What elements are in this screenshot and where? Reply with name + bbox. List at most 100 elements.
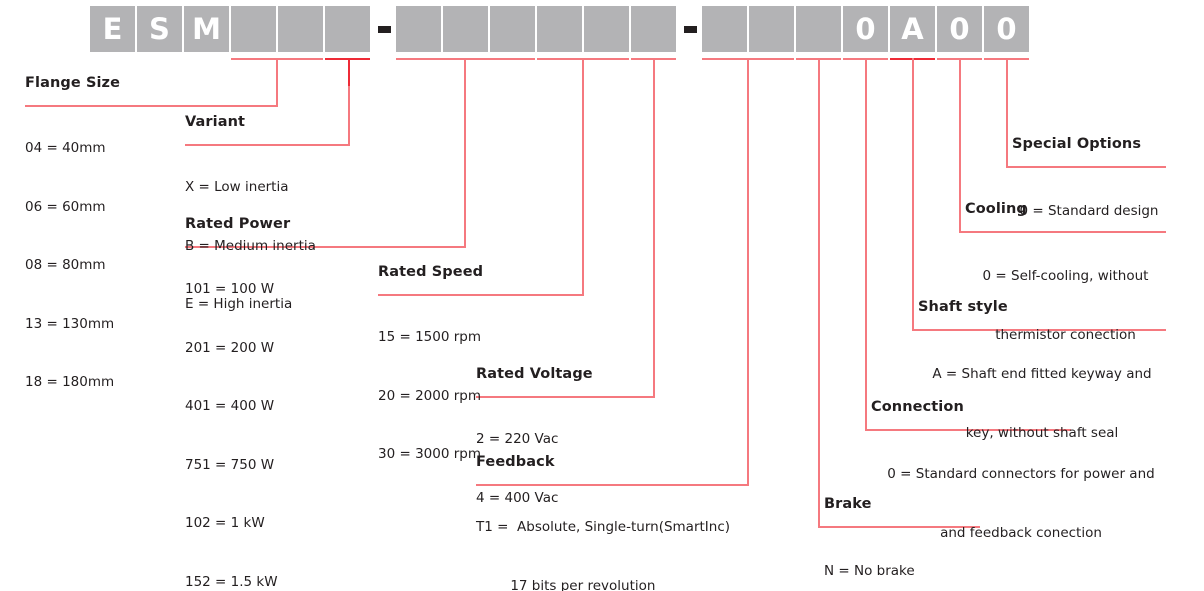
code-box-feedback-1 xyxy=(702,6,747,52)
cooling-line: 0 = Self-cooling, without xyxy=(982,268,1149,284)
rated-speed-line: 30 = 3000 rpm xyxy=(378,446,481,462)
code-box-S: S xyxy=(137,6,182,52)
leader-underline-variant xyxy=(185,144,350,146)
section-connection: Connection 0 = Standard connectors for p… xyxy=(871,399,1171,582)
leader-drop-connection xyxy=(865,58,867,431)
code-box-power-1 xyxy=(396,6,441,52)
code-box-speed-2 xyxy=(584,6,629,52)
section-special-options: Special Options 0 = Standard design xyxy=(1012,136,1166,261)
rated-speed-line: 20 = 2000 rpm xyxy=(378,387,481,404)
leader-underline-special-options xyxy=(1006,166,1166,168)
leader-underline-shaft-style xyxy=(912,329,1166,331)
connection-body: 0 = Standard connectors for power and an… xyxy=(871,418,1171,582)
connection-line: 0 = Standard connectors for power and xyxy=(887,466,1155,482)
cooling-title: Cooling xyxy=(965,201,1027,217)
variant-line: E = High inertia xyxy=(185,296,293,312)
shaft-style-title: Shaft style xyxy=(918,299,1008,315)
leader-drop-feedback xyxy=(747,58,749,486)
rated-voltage-line: 2 = 220 Vac xyxy=(476,431,559,447)
leader-underline-flange-size xyxy=(25,105,278,107)
rated-speed-title: Rated Speed xyxy=(378,264,484,280)
section-shaft-style: Shaft style A = Shaft end fitted keyway … xyxy=(918,299,1166,482)
rated-speed-body: 15 = 1500 rpm 20 = 2000 rpm 30 = 3000 rp… xyxy=(378,283,483,504)
rated-power-line: 751 = 750 W xyxy=(185,456,275,473)
leader-drop-flange-size xyxy=(276,58,278,107)
variant-body: X = Low inertia B = Medium inertia E = H… xyxy=(185,133,316,354)
rated-power-body: 101 = 100 W 201 = 200 W 401 = 400 W 751 … xyxy=(185,235,290,591)
brake-body: N = No brake B = With brake (Brake optio… xyxy=(824,515,1125,591)
cooling-line: thermistor conection xyxy=(995,326,1136,343)
variant-line: X = Low inertia xyxy=(185,179,289,195)
leader-underline-feedback xyxy=(476,484,749,486)
leader-drop-cooling xyxy=(959,58,961,233)
leader-underline-rated-power xyxy=(185,246,466,248)
section-rated-speed: Rated Speed 15 = 1500 rpm 20 = 2000 rpm … xyxy=(378,264,483,504)
leader-drop-brake xyxy=(818,58,820,528)
leader-drop-variant-dark xyxy=(348,58,350,88)
rated-power-line: 102 = 1 kW xyxy=(185,515,265,531)
flange-size-line: 06 = 60mm xyxy=(25,198,106,215)
variant-title: Variant xyxy=(185,114,246,130)
code-box-connection: 0 xyxy=(843,6,888,52)
code-box-flange-1 xyxy=(231,6,276,52)
section-rated-power: Rated Power 101 = 100 W 201 = 200 W 401 … xyxy=(185,216,290,591)
rated-power-title: Rated Power xyxy=(185,216,291,232)
leader-underline-cooling xyxy=(959,231,1166,233)
rated-voltage-line: 4 = 400 Vac xyxy=(476,489,559,506)
feedback-title: Feedback xyxy=(476,454,555,470)
rated-voltage-body: 2 = 220 Vac 4 = 400 Vac xyxy=(476,385,593,547)
feedback-line: 17 bits per revolution xyxy=(476,577,656,591)
feedback-line: T1 = Absolute, Single-turn(SmartInc) xyxy=(476,519,731,535)
feedback-body: T1 = Absolute, Single-turn(SmartInc) 17 … xyxy=(476,473,730,591)
flange-size-line: 13 = 130mm xyxy=(25,315,115,332)
cooling-body: 0 = Self-cooling, without thermistor con… xyxy=(965,220,1166,384)
code-box-special-options: 0 xyxy=(984,6,1029,52)
leader-drop-shaft-style xyxy=(912,58,914,331)
part-number-code-row: E S M 0 A 0 0 xyxy=(0,0,1204,52)
flange-size-line: 04 = 40mm xyxy=(25,140,106,156)
code-box-M: M xyxy=(184,6,229,52)
rated-speed-line: 15 = 1500 rpm xyxy=(378,329,481,345)
leader-drop-special-options xyxy=(1006,58,1008,168)
code-box-feedback-2 xyxy=(749,6,794,52)
section-flange-size: Flange Size 04 = 40mm 06 = 60mm 08 = 80m… xyxy=(25,75,120,432)
section-cooling: Cooling 0 = Self-cooling, without thermi… xyxy=(965,201,1166,384)
leader-underline-connection xyxy=(865,429,1071,431)
section-rated-voltage: Rated Voltage 2 = 220 Vac 4 = 400 Vac xyxy=(476,366,593,547)
code-box-shaft-style: A xyxy=(890,6,935,52)
rated-power-line: 101 = 100 W xyxy=(185,281,275,297)
shaft-style-line: key, without shaft seal xyxy=(965,424,1119,441)
special-options-line: 0 = Standard design xyxy=(1019,203,1159,219)
leader-underline-rated-speed xyxy=(378,294,584,296)
leader-drop-rated-voltage xyxy=(653,58,655,398)
variant-line: B = Medium inertia xyxy=(185,237,316,254)
code-box-brake xyxy=(796,6,841,52)
connection-title: Connection xyxy=(871,399,964,415)
rated-power-line: 201 = 200 W xyxy=(185,339,275,356)
leader-underline-rated-voltage xyxy=(476,396,655,398)
code-box-E: E xyxy=(90,6,135,52)
leader-drop-variant xyxy=(348,86,350,146)
section-variant: Variant X = Low inertia B = Medium inert… xyxy=(185,114,316,354)
brake-line: N = No brake xyxy=(824,563,915,579)
shaft-style-line: A = Shaft end fitted keyway and xyxy=(932,366,1152,382)
leader-underline-brake xyxy=(818,526,980,528)
rated-power-line: 401 = 400 W xyxy=(185,398,275,414)
code-separator-2 xyxy=(684,26,697,33)
code-separator-1 xyxy=(378,26,391,33)
shaft-style-body: A = Shaft end fitted keyway and key, wit… xyxy=(918,318,1166,482)
code-box-cooling: 0 xyxy=(937,6,982,52)
leader-drop-rated-speed xyxy=(582,58,584,296)
code-box-voltage xyxy=(631,6,676,52)
code-box-power-3 xyxy=(490,6,535,52)
code-box-flange-2 xyxy=(278,6,323,52)
code-box-speed-1 xyxy=(537,6,582,52)
flange-size-line: 08 = 80mm xyxy=(25,257,106,273)
special-options-body: 0 = Standard design xyxy=(1012,155,1166,261)
rated-power-line: 152 = 1.5 kW xyxy=(185,573,278,590)
flange-size-title: Flange Size xyxy=(25,75,121,91)
special-options-title: Special Options xyxy=(1012,136,1142,152)
leader-drop-rated-power xyxy=(464,58,466,248)
leader-bracket-variant xyxy=(325,58,370,60)
